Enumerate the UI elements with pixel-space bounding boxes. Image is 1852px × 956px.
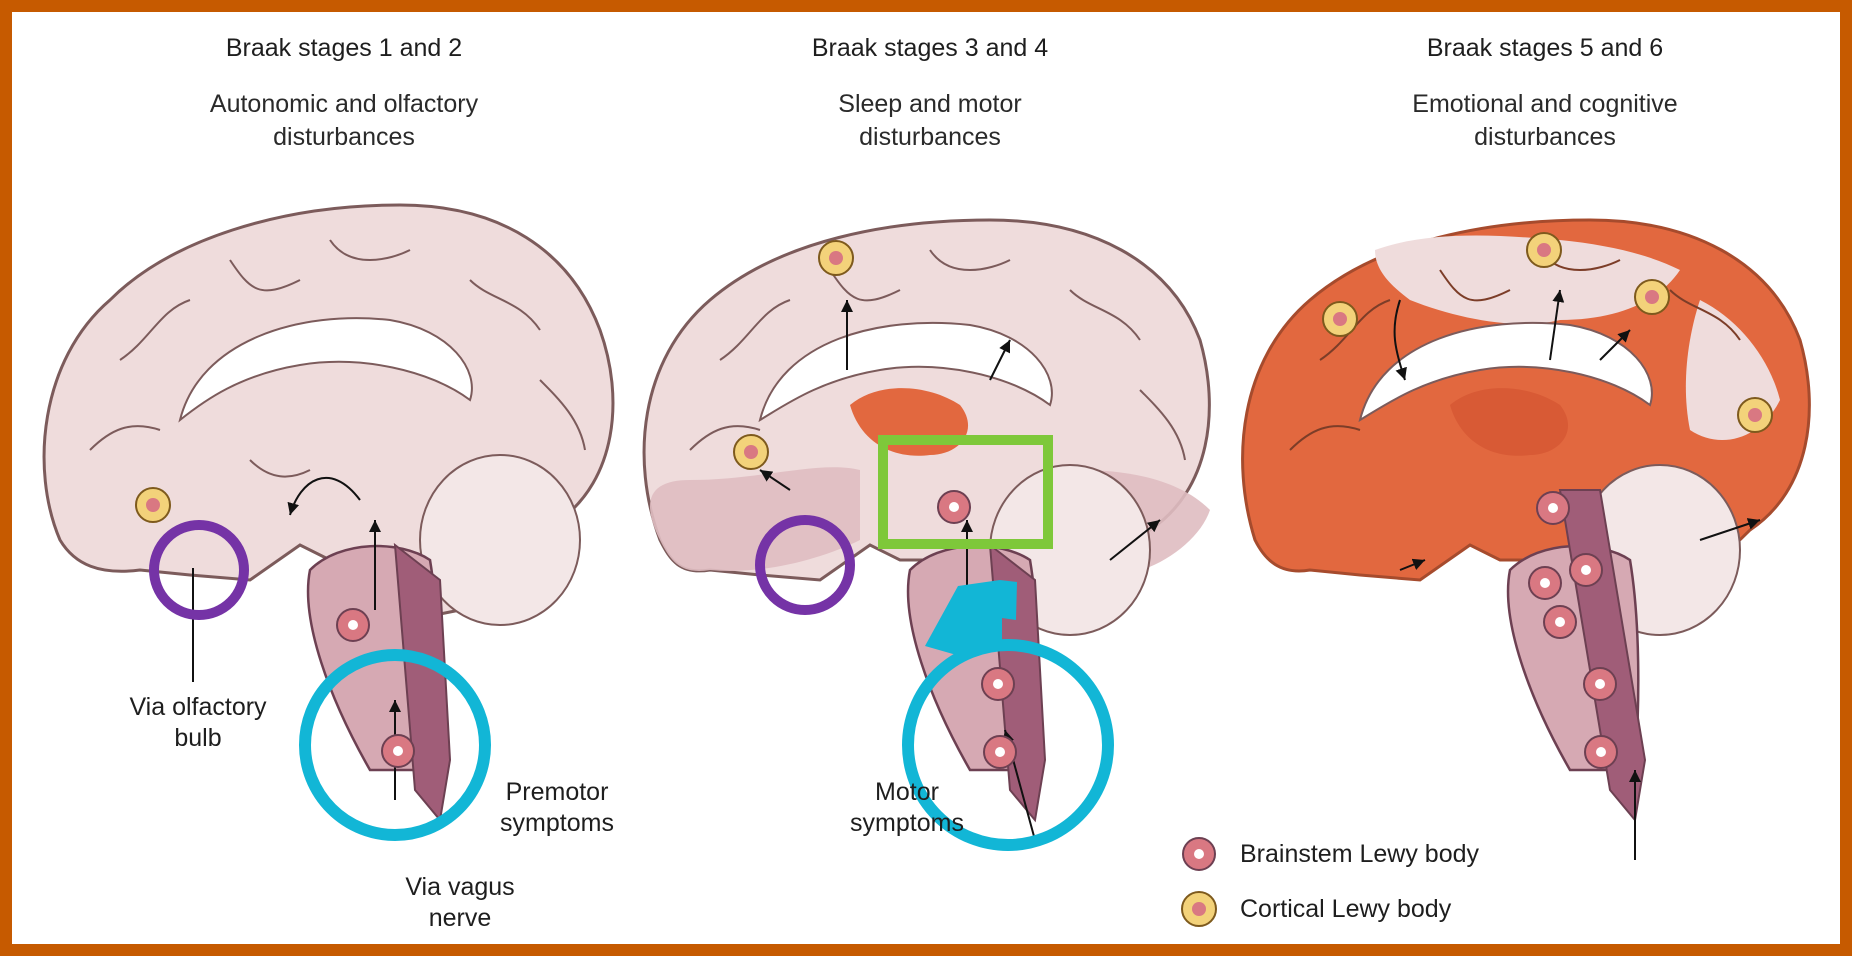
- brainstem-legend-icon: [1183, 838, 1215, 870]
- legend-cortical-label: Cortical Lewy body: [1240, 895, 1451, 924]
- cortical-legend-icon: [1182, 892, 1216, 926]
- legend-brainstem-label: Brainstem Lewy body: [1240, 840, 1479, 869]
